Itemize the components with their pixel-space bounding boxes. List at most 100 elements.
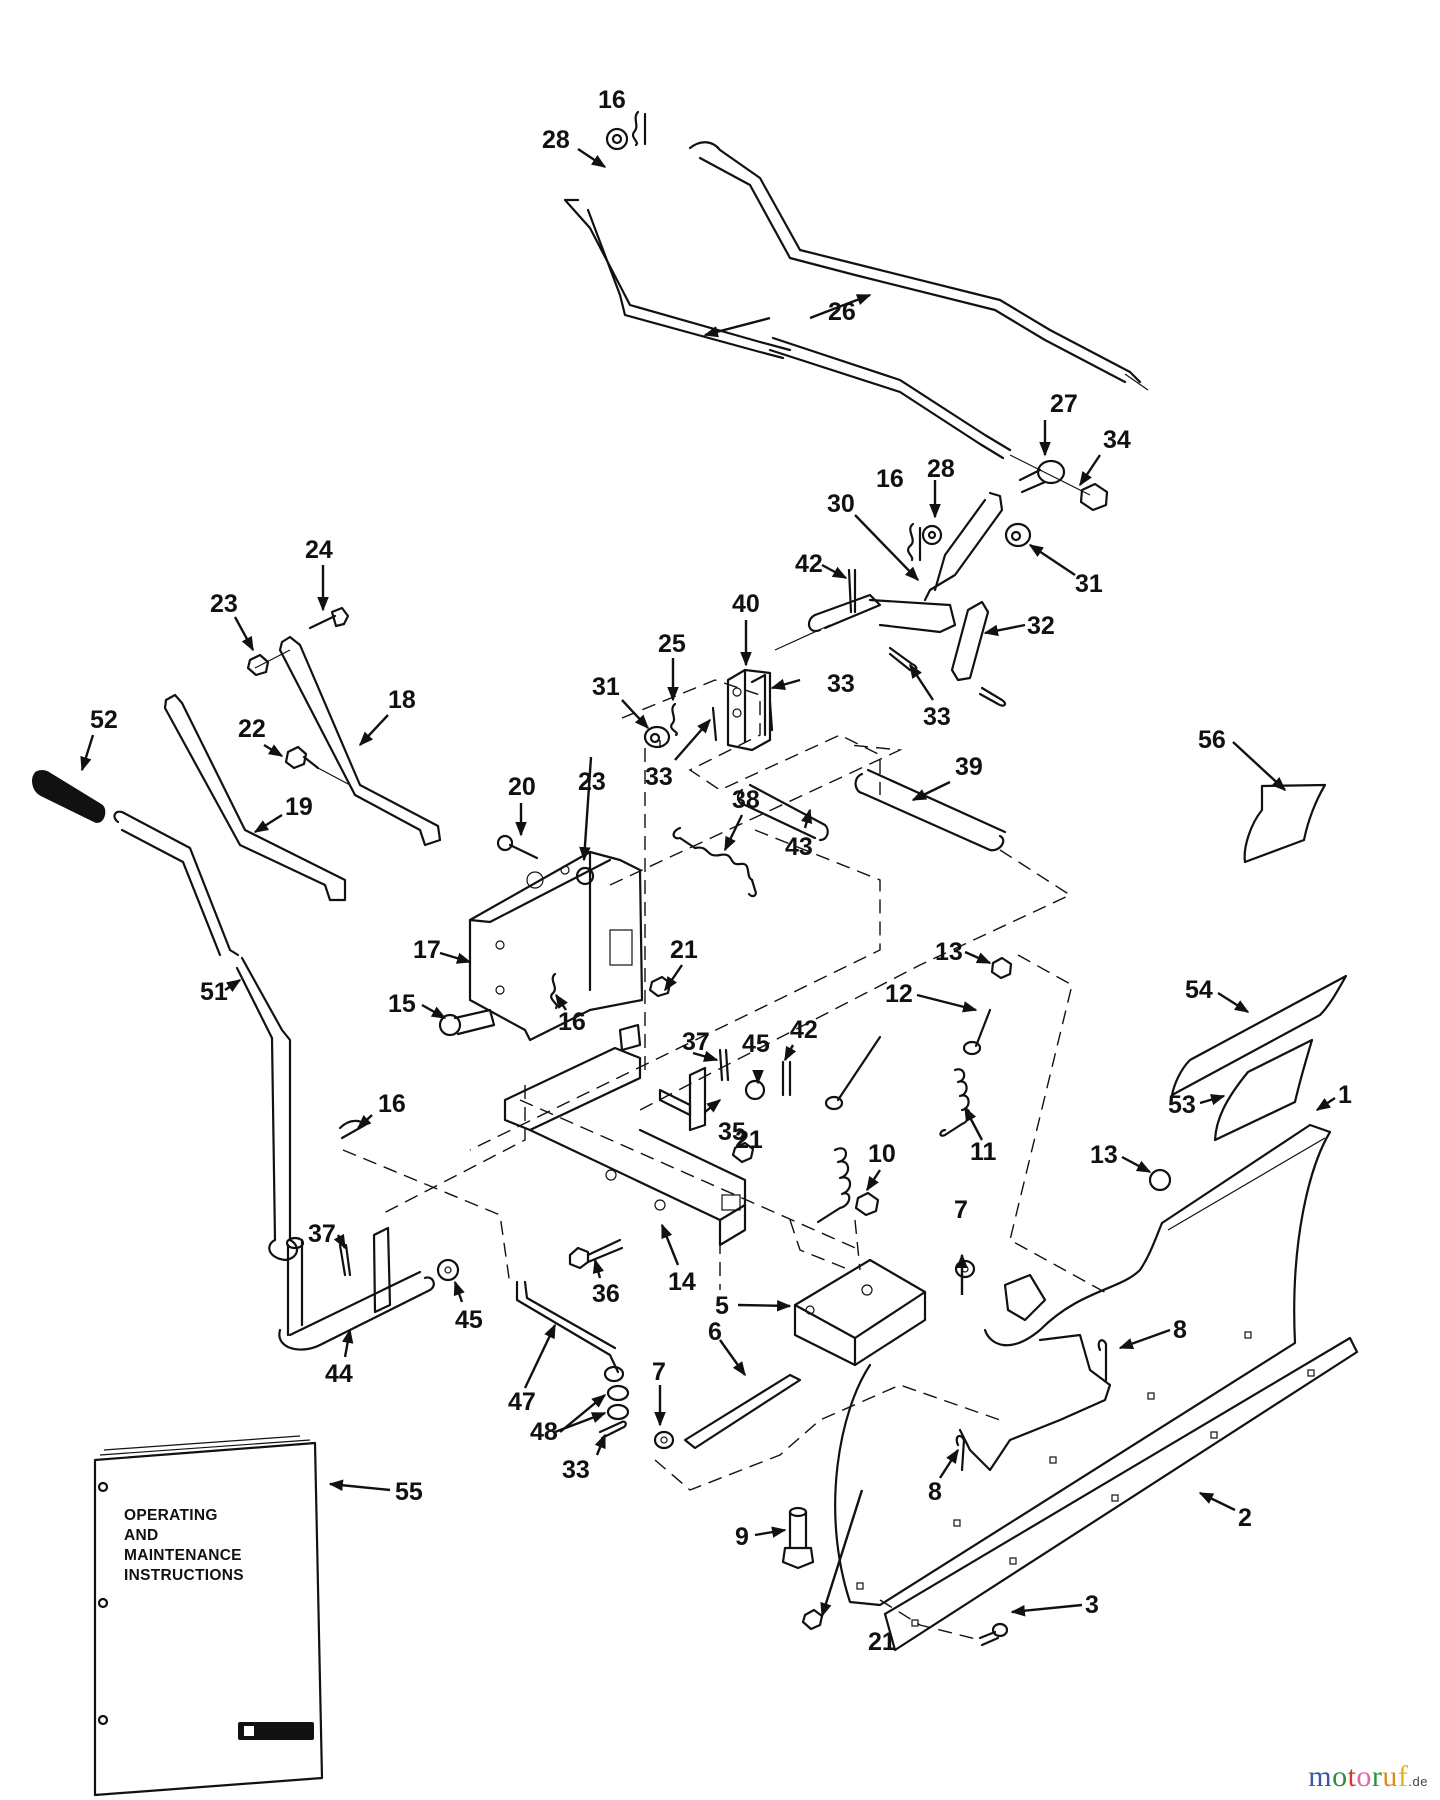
manual-title-line-2: AND bbox=[124, 1527, 158, 1544]
watermark-tld: .de bbox=[1408, 1774, 1428, 1789]
callout-1: 1 bbox=[1338, 1081, 1352, 1109]
part-24-bolt bbox=[308, 606, 350, 630]
part-56-decal bbox=[1243, 783, 1327, 864]
part-15-pin bbox=[438, 1008, 496, 1037]
part-7-washer-right bbox=[954, 1259, 976, 1279]
part-21-nut-frame bbox=[731, 1141, 755, 1164]
part-11-spring-left bbox=[816, 1147, 852, 1224]
part-40-clevis bbox=[726, 668, 772, 752]
callout-44: 44 bbox=[325, 1360, 353, 1388]
callout-27: 27 bbox=[1050, 390, 1078, 418]
callout-21-frame: 21 bbox=[735, 1126, 763, 1154]
callout-45-upper: 45 bbox=[742, 1030, 770, 1058]
callout-6: 6 bbox=[708, 1318, 722, 1346]
part-13-nut-upper bbox=[990, 956, 1013, 980]
callout-21-upper: 21 bbox=[670, 936, 698, 964]
part-42-pin-lower bbox=[781, 1060, 792, 1097]
part-21-nut-upper bbox=[648, 975, 672, 998]
part-47-rod bbox=[515, 1280, 625, 1383]
callout-33-lower: 33 bbox=[562, 1456, 590, 1484]
callout-37-upper: 37 bbox=[682, 1028, 710, 1056]
callout-33-clevis-right: 33 bbox=[827, 670, 855, 698]
callout-55: 55 bbox=[395, 1478, 423, 1506]
callout-31-right: 31 bbox=[1075, 570, 1103, 598]
part-8-hairpin-lower bbox=[955, 1434, 966, 1472]
part-33-cotter-40 bbox=[711, 700, 774, 742]
part-3-carriage-bolt bbox=[978, 1622, 1009, 1647]
part-22-bolt bbox=[284, 745, 351, 786]
callout-28-top: 28 bbox=[542, 126, 570, 154]
callout-54: 54 bbox=[1185, 976, 1213, 1004]
callout-52: 52 bbox=[90, 706, 118, 734]
callout-19: 19 bbox=[285, 793, 313, 821]
callout-2: 2 bbox=[1238, 1504, 1252, 1532]
part-39-link bbox=[854, 768, 1007, 852]
callout-23-lower: 23 bbox=[578, 768, 606, 796]
watermark-letter: o bbox=[1332, 1760, 1348, 1793]
callout-22: 22 bbox=[238, 715, 266, 743]
part-23-nut-lower bbox=[575, 866, 595, 886]
callout-8-upper: 8 bbox=[1173, 1316, 1187, 1344]
callout-23-upper: 23 bbox=[210, 590, 238, 618]
part-18-lever bbox=[278, 635, 442, 847]
part-31-bushing-left bbox=[643, 725, 671, 749]
part-12-eyebolt-left bbox=[824, 1035, 882, 1111]
watermark-letter: r bbox=[1371, 1760, 1383, 1793]
callout-42-upper: 42 bbox=[795, 550, 823, 578]
callout-43: 43 bbox=[785, 833, 813, 861]
part-17-bracket bbox=[468, 850, 644, 1042]
part-2-cutting-edge bbox=[883, 1336, 1359, 1652]
part-20-bolt bbox=[496, 834, 539, 860]
callout-31-left: 31 bbox=[592, 673, 620, 701]
callout-51: 51 bbox=[200, 978, 228, 1006]
watermark-letter: u bbox=[1382, 1760, 1398, 1793]
part-55-manual: OPERATING AND MAINTENANCE INSTRUCTIONS bbox=[93, 1435, 324, 1797]
part-12-eyebolt bbox=[962, 1008, 992, 1056]
callout-18: 18 bbox=[388, 686, 416, 714]
callout-40: 40 bbox=[732, 590, 760, 618]
part-1-blade bbox=[834, 1123, 1332, 1607]
callout-25: 25 bbox=[658, 630, 686, 658]
watermark-letter: f bbox=[1397, 1760, 1409, 1793]
watermark-letter: m bbox=[1308, 1760, 1333, 1793]
callout-11: 11 bbox=[970, 1138, 997, 1166]
callout-34: 34 bbox=[1103, 426, 1131, 454]
callout-14: 14 bbox=[668, 1268, 696, 1296]
part-33-cotter-lower bbox=[598, 1420, 627, 1440]
part-32-link bbox=[950, 600, 990, 682]
part-16-hairpin-bracket bbox=[550, 972, 558, 1010]
part-16-hairpin-top bbox=[632, 110, 647, 147]
part-10-nut bbox=[854, 1191, 880, 1217]
callout-17: 17 bbox=[413, 936, 441, 964]
part-43-link bbox=[736, 783, 829, 842]
callout-35: 35 bbox=[718, 1118, 746, 1146]
callout-42-lower: 42 bbox=[790, 1016, 818, 1044]
manual-title-line-4: INSTRUCTIONS bbox=[124, 1567, 244, 1584]
callout-15: 15 bbox=[388, 990, 416, 1018]
part-27-swivel bbox=[1009, 454, 1091, 496]
callout-12: 12 bbox=[885, 980, 913, 1008]
callout-20: 20 bbox=[508, 773, 536, 801]
part-48-washers bbox=[606, 1384, 630, 1421]
callout-32: 32 bbox=[1027, 612, 1055, 640]
part-28-washer-top bbox=[605, 127, 629, 151]
assembly-lines bbox=[342, 679, 1111, 1641]
part-38-spring bbox=[672, 826, 757, 898]
part-45-washer-upper bbox=[744, 1079, 766, 1101]
callout-labels: 1 2 3 5 6 7 7 8 8 9 10 11 12 13 13 14 15… bbox=[90, 86, 1352, 1656]
part-28-washer-mid bbox=[921, 524, 943, 546]
callout-48: 48 bbox=[530, 1418, 558, 1446]
part-23-nut-upper bbox=[246, 649, 291, 677]
callout-38: 38 bbox=[732, 786, 760, 814]
manual-title-line-3: MAINTENANCE bbox=[124, 1547, 242, 1564]
part-8-hairpin-upper bbox=[1097, 1339, 1108, 1382]
part-16-hairpin-mid bbox=[906, 522, 922, 562]
callout-8-lower: 8 bbox=[928, 1478, 942, 1506]
callout-28-mid: 28 bbox=[927, 455, 955, 483]
watermark-logo: motoruf.de bbox=[1308, 1760, 1428, 1794]
part-6-pin bbox=[683, 1373, 802, 1450]
watermark-letter: o bbox=[1356, 1760, 1372, 1793]
part-45-washer-lower bbox=[436, 1258, 460, 1282]
callout-21-blade: 21 bbox=[868, 1628, 896, 1656]
callout-13-lower: 13 bbox=[1090, 1141, 1118, 1169]
